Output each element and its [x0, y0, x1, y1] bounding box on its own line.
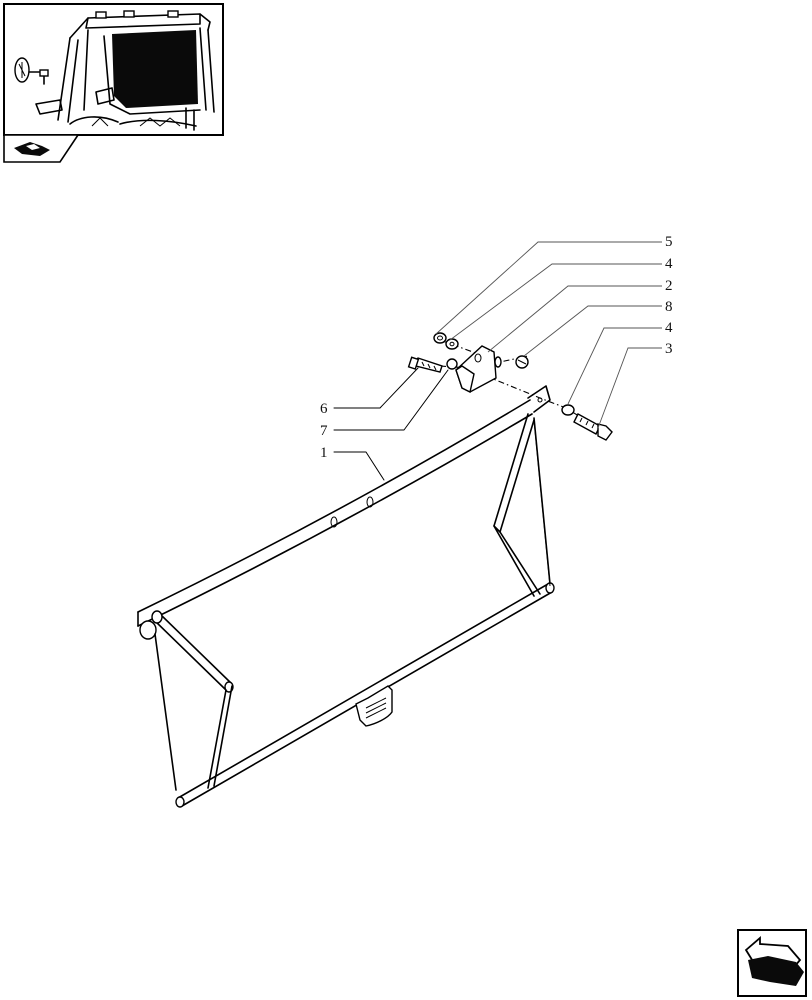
callout-6: 6 [320, 401, 328, 417]
bracket-2 [455, 345, 497, 394]
callout-3: 3 [665, 341, 673, 357]
cab-section-icon [3, 134, 80, 163]
sunblind-assembly [137, 241, 662, 808]
nut-5 [433, 332, 447, 344]
callout-7: 7 [320, 423, 328, 439]
callout-4-upper: 4 [665, 256, 673, 272]
callout-8: 8 [665, 299, 673, 315]
callout-2: 2 [665, 278, 673, 294]
screw-6 [407, 356, 443, 373]
next-page-arrow-icon[interactable] [737, 929, 807, 997]
tractor-cab-thumbnail [3, 3, 224, 136]
callout-4-lower: 4 [665, 320, 673, 336]
bolt-3 [573, 413, 613, 441]
nut-8 [515, 355, 529, 369]
callout-5: 5 [665, 234, 673, 250]
washer-4 [445, 338, 459, 350]
callout-1: 1 [320, 445, 328, 461]
